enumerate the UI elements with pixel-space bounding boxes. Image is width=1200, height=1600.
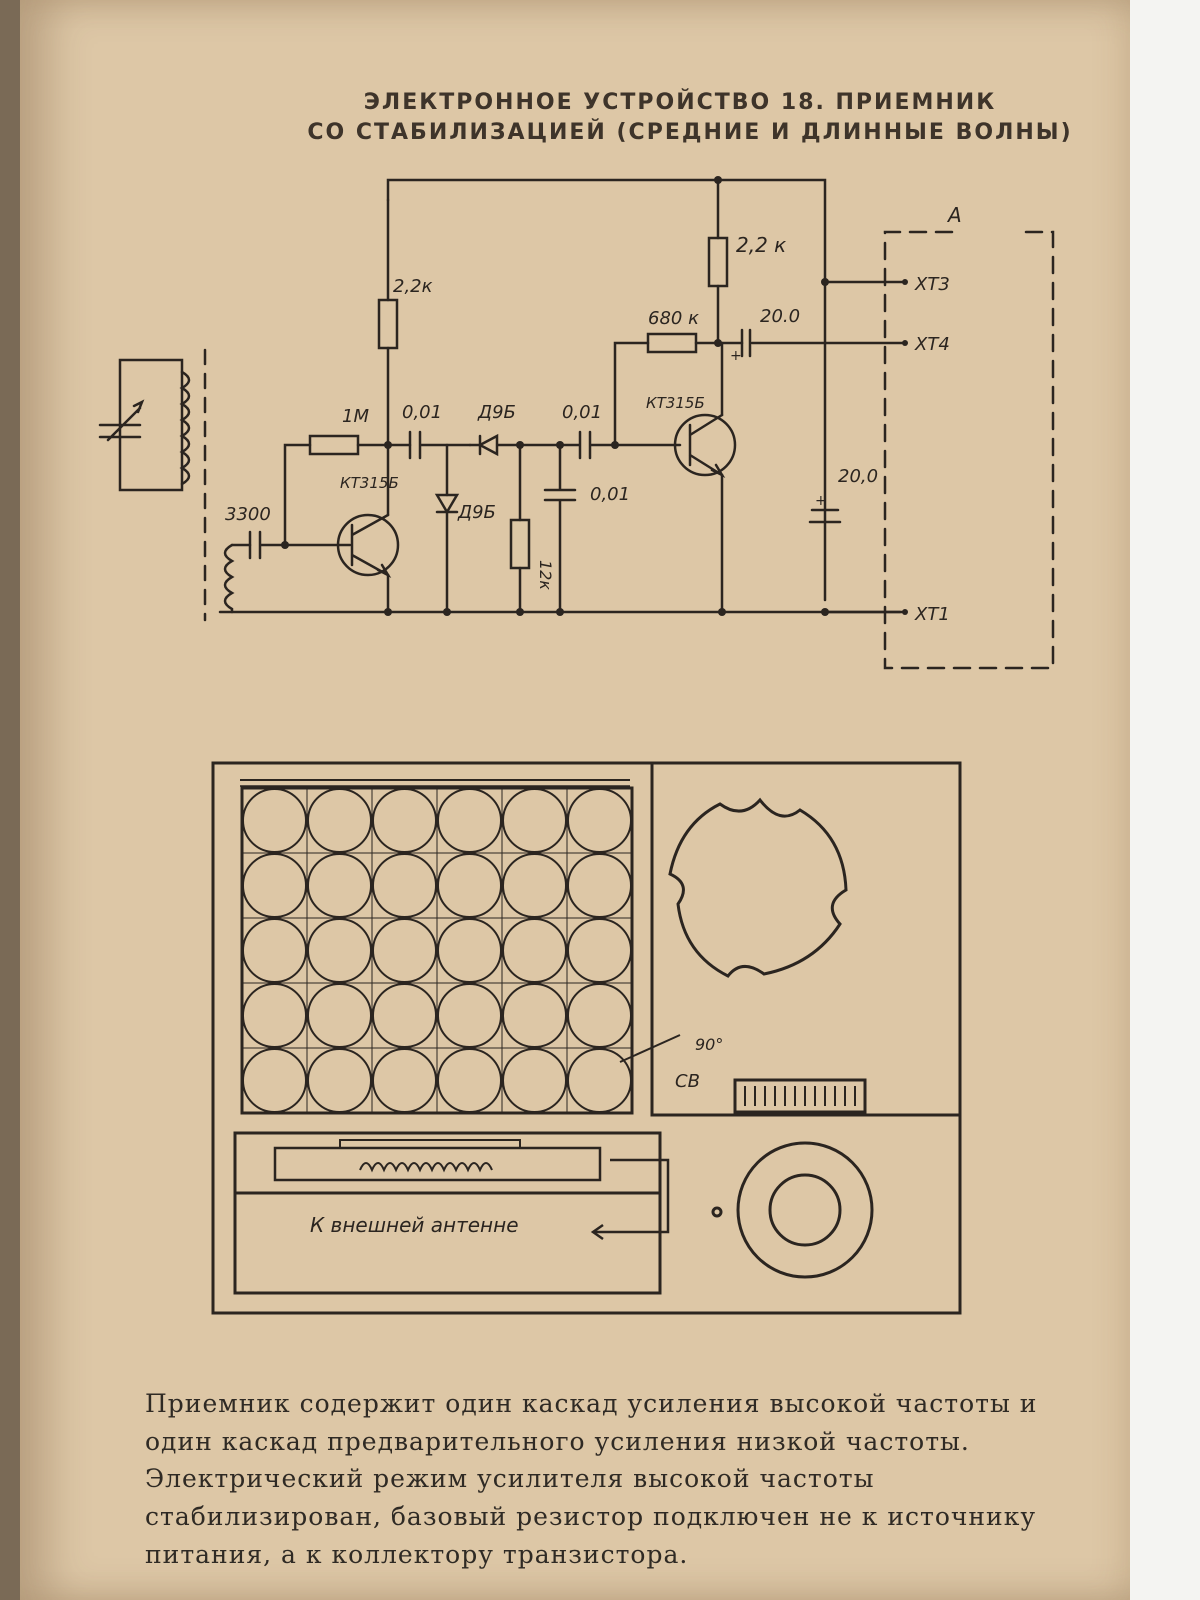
label-block-a: А [946,203,962,227]
label-transistor-2: КТ315Б [646,394,705,412]
paragraph-2: Электрический режим усилителя высокой ча… [145,1464,1037,1569]
cap-supply [808,508,842,524]
label-diode-2: Д9Б [457,502,496,523]
board-pad [567,918,632,983]
label-r-load: 12к [536,560,555,590]
board-pad [307,853,372,918]
board-pad [372,788,437,853]
label-band: СВ [675,1071,700,1092]
antenna-compartment [233,1131,662,1295]
antenna-rod-coil [359,1162,493,1173]
board-pad [437,918,502,983]
circuit-schematic: А 2,2к 2,2 к 1М 680 к 12к 3300 0,01 0,01… [98,176,1055,670]
diode-horizontal [468,433,562,457]
page-title-line-1: ЭЛЕКТРОННОЕ УСТРОЙСТВО 18. ПРИЕМНИК [363,90,997,115]
svg-text:+: + [730,348,742,364]
label-c-coupling-1: 0,01 [402,402,442,423]
label-c-coupling-2: 0,01 [562,402,602,423]
supply-rail [386,178,827,602]
cap-output [740,328,907,358]
board-pad [372,983,437,1048]
board-pad [502,788,567,853]
coupling-coil [223,543,235,614]
label-diode-1: Д9Б [477,402,516,423]
label-antenna: К внешней антенне [310,1213,519,1237]
transistor-2 [673,413,737,477]
table-surface [1130,0,1200,1600]
board-pad [502,853,567,918]
board-pad [502,1048,567,1113]
label-r-collector-1: 2,2к [393,276,433,297]
board-pad [502,918,567,983]
label-r-base-1: 1М [342,406,369,427]
board-pad [437,788,502,853]
label-c-supply: 20,0 [838,466,878,487]
page-title-line-2: СО СТАБИЛИЗАЦИЕЙ (СРЕДНИЕ И ДЛИННЫЕ ВОЛН… [307,120,1073,145]
jack-hole [711,1206,723,1218]
board-pad [242,788,307,853]
svg-text:+: + [815,493,827,509]
board-pad [372,853,437,918]
variable-cap [98,399,145,442]
label-c-input: 3300 [225,504,271,525]
label-terminal-3: ХТ3 [914,274,950,295]
board-pad [437,983,502,1048]
cap-3300 [248,530,287,560]
speaker-inner [768,1173,842,1247]
board-pad [307,918,372,983]
board-pad [242,983,307,1048]
paragraph-1: Приемник содержит один каскад усиления в… [145,1389,1038,1456]
block-a-frame [883,230,1055,670]
board-pad [567,1048,632,1113]
board-pad [372,1048,437,1113]
board-pad [437,853,502,918]
board-pad [307,1048,372,1113]
board-pad [567,853,632,918]
board-pad [372,918,437,983]
label-angle: 90° [695,1035,723,1054]
label-terminal-1: ХТ1 [914,604,950,625]
cap-0-01-a [408,430,472,460]
transistor-1 [336,513,400,577]
board-pad [437,1048,502,1113]
board-pad [242,853,307,918]
label-c-output: 20.0 [760,306,800,327]
case-outline [211,761,962,1315]
label-r-base-2: 680 к [648,308,699,329]
antenna-coil [179,370,191,486]
label-terminal-4: ХТ4 [914,334,950,355]
board-pad [307,983,372,1048]
label-r-collector-2: 2,2 к [736,233,786,257]
label-c-filter: 0,01 [590,484,630,505]
board-pad [242,918,307,983]
tuning-gear [668,797,848,978]
scale-window [733,1078,867,1114]
board-pad [242,1048,307,1113]
board-pad [567,788,632,853]
mounting-layout: 90° СВ К внешней антенне [211,761,962,1315]
cap-0-01-b [558,430,682,460]
board-pad [567,983,632,1048]
board-pad [502,983,567,1048]
speaker-outer [736,1141,874,1279]
label-transistor-1: КТ315Б [340,474,399,492]
board-pad [307,788,372,853]
